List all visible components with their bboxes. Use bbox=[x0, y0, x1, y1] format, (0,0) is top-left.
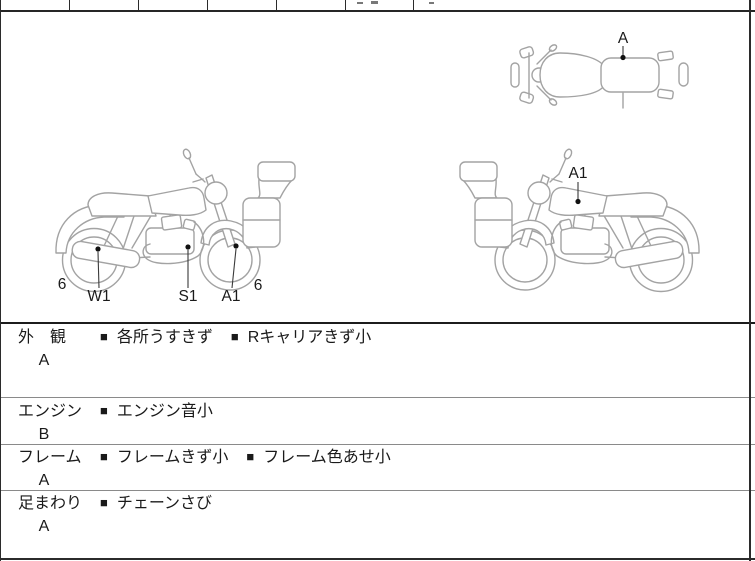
note-item: ■ 各所うすきず bbox=[100, 328, 213, 348]
table-cell-border bbox=[413, 0, 414, 10]
category-cell: 外 観 A bbox=[18, 327, 100, 371]
carburetor bbox=[160, 214, 183, 231]
note-bullet: ■ bbox=[100, 403, 108, 418]
damage-dot-s1 bbox=[185, 244, 191, 250]
turn-signal bbox=[657, 50, 674, 62]
row-divider bbox=[0, 397, 755, 398]
notes-cell: ■ フレームきず小 ■ フレーム色あせ小 bbox=[100, 448, 391, 468]
handlebar bbox=[195, 173, 206, 183]
sheet-left-border bbox=[0, 0, 1, 561]
table-cell-border bbox=[69, 0, 70, 10]
cropped-table-row bbox=[0, 0, 755, 10]
fuel-tank bbox=[147, 186, 207, 217]
front-wheel-top bbox=[510, 62, 520, 88]
category-label: フレーム bbox=[18, 449, 82, 466]
note-bullet: ■ bbox=[100, 329, 108, 344]
mirror bbox=[182, 148, 192, 160]
category-cell: エンジン B bbox=[18, 401, 100, 445]
note-text: フレームきず小 bbox=[116, 449, 229, 466]
grip-left bbox=[519, 46, 535, 59]
note-bullet: ■ bbox=[230, 329, 239, 344]
mark-label-a1-left: A1 bbox=[222, 288, 241, 305]
grade-value: A bbox=[38, 472, 50, 489]
note-text: Rキャリアきず小 bbox=[247, 329, 372, 346]
notes-cell: ■ エンジン音小 bbox=[100, 402, 213, 422]
turn-signal bbox=[657, 88, 674, 100]
grip-right bbox=[519, 91, 535, 104]
crash-bar bbox=[142, 221, 205, 265]
condition-diagrams: A 6 W1 S1 A1 6 A1 bbox=[55, 30, 700, 305]
damage-dot-top-view bbox=[620, 54, 626, 61]
grade-value: A bbox=[38, 518, 50, 535]
motorcycle-top-view bbox=[510, 44, 689, 109]
engine bbox=[145, 227, 195, 255]
damage-point-dots bbox=[95, 54, 626, 252]
condition-diagram-area: A 6 W1 S1 A1 6 A1 bbox=[0, 12, 755, 322]
note-text: エンジン音小 bbox=[116, 403, 213, 420]
note-bullet: ■ bbox=[246, 449, 255, 464]
body-panel-box bbox=[242, 197, 281, 248]
sheet-right-border bbox=[749, 0, 751, 561]
note-bullet: ■ bbox=[100, 449, 108, 464]
category-label: エンジン bbox=[18, 403, 83, 420]
leader-lines bbox=[97, 46, 624, 289]
note-text: フレーム色あせ小 bbox=[263, 449, 391, 466]
fuel-tank-top bbox=[539, 52, 607, 98]
grade-value: B bbox=[38, 426, 50, 443]
motorcycle-side-view-left bbox=[55, 148, 296, 293]
note-item: ■ フレームきず小 bbox=[100, 448, 228, 468]
notes-cell: ■ チェーンさび bbox=[100, 494, 212, 514]
note-item: ■ エンジン音小 bbox=[100, 402, 213, 422]
front-fender bbox=[200, 219, 256, 249]
row-divider bbox=[0, 490, 755, 491]
table-cell-border bbox=[207, 0, 208, 10]
table-bottom-border bbox=[0, 10, 755, 12]
note-item: ■ フレーム色あせ小 bbox=[246, 448, 390, 468]
row-divider bbox=[0, 444, 755, 445]
category-cell: フレーム A bbox=[18, 447, 100, 491]
body-panel-top bbox=[257, 161, 296, 182]
note-text: 各所うすきず bbox=[116, 329, 213, 346]
category-label: 足まわり bbox=[18, 495, 83, 512]
mirror-stem bbox=[536, 85, 552, 101]
note-item: ■ Rキャリアきず小 bbox=[231, 328, 371, 348]
mark-labels: A 6 W1 S1 A1 6 A1 bbox=[58, 30, 629, 305]
cutoff-text-fragment bbox=[429, 2, 434, 4]
damage-dot-w1 bbox=[95, 246, 101, 252]
sheet-bottom-border bbox=[0, 558, 755, 560]
cutoff-text-fragment bbox=[357, 2, 363, 4]
table-cell-border bbox=[345, 0, 346, 10]
notes-cell: ■ 各所うすきず ■ Rキャリアきず小 bbox=[100, 328, 371, 348]
table-cell-border bbox=[276, 0, 277, 10]
mirror-stem bbox=[188, 157, 197, 175]
mark-label-a-top: A bbox=[618, 30, 629, 47]
table-cell-border bbox=[138, 0, 139, 10]
damage-dot-a1-right bbox=[575, 198, 581, 205]
rear-wheel-top bbox=[678, 62, 689, 87]
note-text: チェーンさび bbox=[116, 495, 213, 512]
seat-top bbox=[600, 57, 660, 93]
wheel-grade-right: 6 bbox=[254, 277, 263, 294]
cutoff-text-fragment bbox=[371, 1, 378, 4]
note-item: ■ チェーンさび bbox=[100, 494, 212, 514]
muffler bbox=[71, 240, 141, 269]
category-label: 外 観 bbox=[18, 329, 67, 346]
mirror-stem bbox=[536, 49, 552, 65]
headlight bbox=[204, 181, 228, 205]
category-cell: 足まわり A bbox=[18, 493, 100, 537]
body-panel-neck bbox=[257, 178, 294, 199]
wheel-grade-left: 6 bbox=[58, 276, 67, 293]
section-top-border bbox=[0, 322, 755, 324]
seat bbox=[87, 192, 157, 217]
note-bullet: ■ bbox=[100, 495, 108, 510]
damage-dot-a1-left bbox=[233, 243, 239, 249]
grade-value: A bbox=[38, 352, 50, 369]
mark-label-a1-right: A1 bbox=[569, 165, 588, 182]
mark-label-s1: S1 bbox=[179, 288, 198, 305]
mark-label-w1: W1 bbox=[87, 288, 110, 305]
